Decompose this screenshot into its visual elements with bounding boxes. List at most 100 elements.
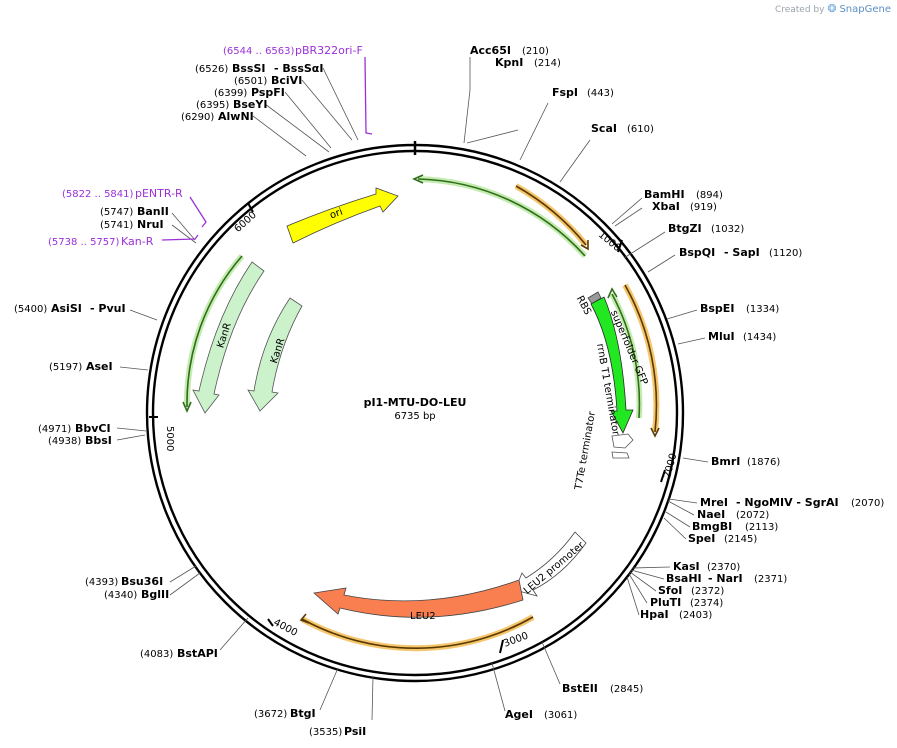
enzyme-spei[interactable]: SpeI(2145): [688, 532, 757, 545]
feature-ori[interactable]: ori: [286, 187, 399, 244]
tick-label-1000: 1000: [596, 229, 623, 254]
enzyme-position: (1334): [746, 304, 779, 315]
enzyme-bsahi[interactable]: BsaHI- NarI(2371): [666, 572, 787, 585]
enzyme-name: PspFI: [251, 86, 285, 99]
kanr-2-arrow: [247, 297, 303, 412]
enzyme-position: (2403): [679, 610, 712, 621]
enzyme-name: KasI: [673, 560, 700, 573]
enzyme-isoschizomer: - SapI: [724, 246, 760, 259]
enzyme-hpai[interactable]: HpaI (2403): [640, 608, 712, 621]
primer-range: (6544 .. 6563): [223, 46, 295, 57]
enzyme-name: BssSI: [232, 62, 266, 75]
enzyme-name: SpeI: [688, 532, 715, 545]
enzyme-name: BbvCI: [75, 422, 111, 435]
enzyme-bamhi[interactable]: BamHI(894): [644, 188, 723, 201]
enzyme-xbai[interactable]: XbaI(919): [652, 200, 717, 213]
enzyme-bbvci[interactable]: (4971)BbvCI: [38, 422, 111, 435]
enzyme-scai[interactable]: ScaI(610): [591, 122, 654, 135]
enzyme-isoschizomer: - NarI: [708, 572, 743, 585]
enzyme-name: AlwNI: [218, 110, 254, 123]
ori-label: ori: [328, 207, 344, 222]
plasmid-center: pI1-MTU-DO-LEU 6735 bp: [364, 396, 467, 422]
primer-mark-kan-r: [161, 234, 199, 241]
enzyme-naei[interactable]: NaeI(2072): [697, 508, 769, 521]
enzyme-kpni[interactable]: KpnI(214): [495, 56, 561, 69]
primer-pbr322ori-f[interactable]: (6544 .. 6563) pBR322ori-F: [223, 44, 363, 57]
snapgene-credit: Created by ❂ SnapGene: [775, 2, 891, 15]
enzyme-bglii[interactable]: (4340)BglII: [104, 588, 169, 601]
enzyme-acc65i[interactable]: Acc65I(210): [470, 44, 549, 57]
primer-labels: (6544 .. 6563) pBR322ori-F (5822 .. 5841…: [48, 44, 363, 248]
enzyme-name: BstEII: [562, 682, 598, 695]
enzyme-pspfi[interactable]: (6399)PspFI: [214, 86, 285, 99]
enzyme-kasi[interactable]: KasI(2370): [673, 560, 740, 573]
enzyme-name: XbaI: [652, 200, 680, 213]
primer-pentr-r[interactable]: (5822 .. 5841) pENTR-R: [62, 187, 183, 200]
enzyme-position: (6395): [196, 100, 229, 111]
enzyme-position: (3672): [254, 709, 287, 720]
enzyme-psii[interactable]: (3535)PsiI: [309, 725, 366, 738]
enzyme-name: HpaI: [640, 608, 669, 621]
enzyme-nrui[interactable]: (5741)NruI: [100, 218, 164, 231]
tick-1000: 1000: [596, 229, 623, 254]
kanr-orf-band: [182, 254, 245, 413]
enzyme-sfoi[interactable]: SfoI(2372): [658, 584, 724, 597]
enzyme-mlui[interactable]: MluI(1434): [708, 330, 776, 343]
enzyme-fspi[interactable]: FspI(443): [552, 86, 614, 99]
enzyme-alwni[interactable]: (6290)AlwNI: [181, 110, 254, 123]
enzyme-position: (4393): [85, 577, 118, 588]
superfolder-gfp-arrow: [590, 296, 634, 434]
enzyme-bmgbi[interactable]: BmgBI (2113): [692, 520, 778, 533]
tick-4000: 4000: [267, 617, 299, 639]
feature-kanr-2[interactable]: KanR: [247, 297, 303, 412]
created-by-label: Created by: [774, 5, 825, 15]
enzyme-bcivi[interactable]: (6501)BciVI: [234, 74, 302, 87]
enzyme-name: BmgBI: [692, 520, 732, 533]
primer-mark-pentr-r: [189, 196, 207, 228]
enzyme-bstapi[interactable]: (4083)BstAPI: [140, 647, 218, 660]
enzyme-bspqi[interactable]: BspQI- SapI(1120): [679, 246, 802, 259]
enzyme-asei[interactable]: (5197)AseI: [49, 360, 113, 373]
primer-range: (5822 .. 5841): [62, 189, 134, 200]
enzyme-asisi[interactable]: (5400)AsiSI- PvuI: [14, 302, 126, 315]
tick-6000: 6000: [233, 202, 259, 235]
enzyme-name: FspI: [552, 86, 578, 99]
enzyme-position: (2113): [745, 522, 778, 533]
enzyme-btgi[interactable]: (3672)BtgI: [254, 707, 316, 720]
primer-name: Kan-R: [121, 235, 154, 248]
feature-leu2[interactable]: LEU2: [313, 579, 524, 622]
primer-kan-r[interactable]: (5738 .. 5757) Kan-R: [48, 235, 154, 248]
enzyme-name: PsiI: [344, 725, 366, 738]
enzyme-bsteii[interactable]: BstEII(2845): [562, 682, 643, 695]
primer-range: (5738 .. 5757): [48, 237, 120, 248]
enzyme-bspei[interactable]: BspEI(1334): [700, 302, 779, 315]
enzyme-name: MluI: [708, 330, 735, 343]
enzyme-name: ScaI: [591, 122, 617, 135]
enzyme-position: (6501): [234, 76, 267, 87]
enzyme-position: (210): [522, 46, 549, 57]
enzyme-position: (2374): [690, 598, 723, 609]
enzyme-agei[interactable]: AgeI(3061): [505, 708, 577, 721]
backbone: [145, 141, 685, 683]
t7te-shape: [611, 451, 630, 459]
enzyme-name: SfoI: [658, 584, 682, 597]
enzyme-name: AseI: [86, 360, 113, 373]
enzyme-pluti[interactable]: PluTI (2374): [650, 596, 723, 609]
enzyme-bseyi[interactable]: (6395)BseYI: [196, 98, 267, 111]
enzyme-position: (5747): [100, 207, 133, 218]
enzyme-btgzi[interactable]: BtgZI(1032): [668, 222, 744, 235]
enzyme-position: (4938): [48, 436, 81, 447]
feature-kanr-1[interactable]: KanR: [192, 261, 265, 414]
enzyme-name: BstAPI: [177, 647, 218, 660]
enzyme-bsssi[interactable]: (6526)BssSI- BssSαI: [195, 62, 323, 75]
enzyme-name: PluTI: [650, 596, 681, 609]
enzyme-mrei[interactable]: MreI- NgoMIV - SgrAI(2070): [700, 496, 884, 509]
enzyme-banii[interactable]: (5747)BanII: [100, 205, 169, 218]
enzyme-bsu36i[interactable]: (4393)Bsu36I: [85, 575, 163, 588]
enzyme-bmri[interactable]: BmrI(1876): [711, 455, 780, 468]
enzyme-bbsi[interactable]: (4938)BbsI: [48, 434, 112, 447]
t7te-label: T7Te terminator: [573, 410, 598, 492]
orange-orf-band-right: [622, 283, 660, 438]
feature-leu2-promoter[interactable]: LEU2 promoter: [514, 531, 587, 597]
primer-name: pBR322ori-F: [295, 44, 363, 57]
